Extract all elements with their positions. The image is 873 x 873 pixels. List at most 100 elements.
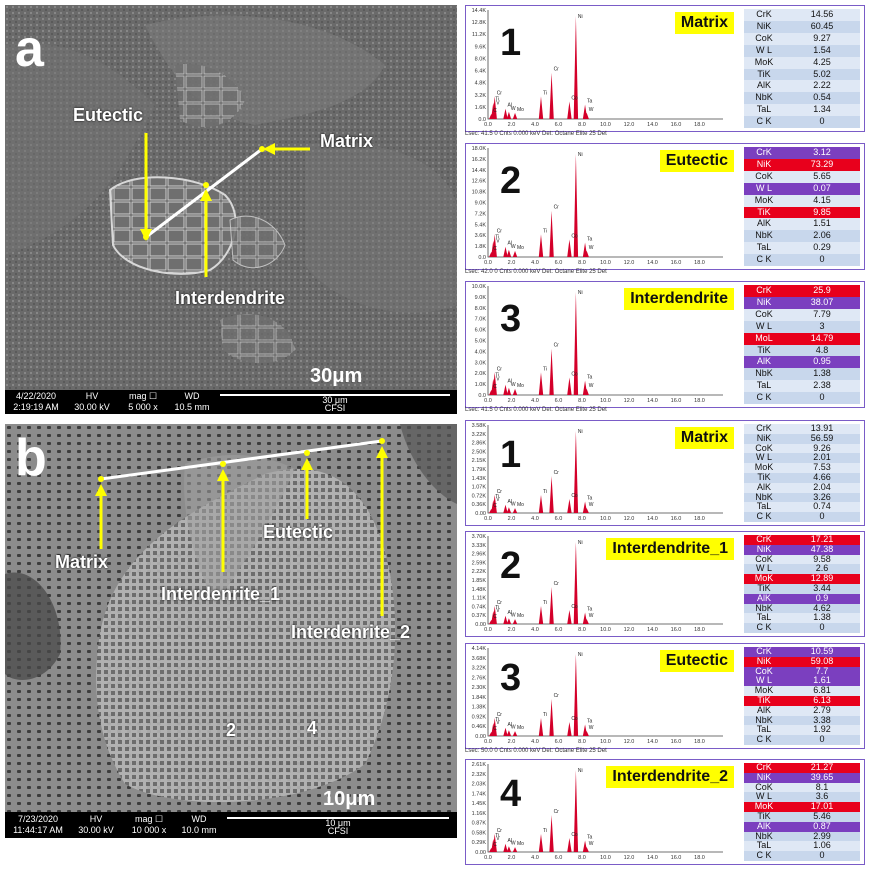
y-tick-label: 1.6K (475, 105, 487, 111)
peak-element-label: Co (571, 371, 578, 377)
footer-mag-b: 10 000 x (131, 825, 167, 835)
x-tick-label: 2.0 (508, 122, 516, 128)
y-tick-label: 2.76K (472, 675, 487, 681)
value-cell: 73.29 (784, 158, 860, 171)
peak-element-label: W (511, 501, 516, 507)
peak-element-label: Co (571, 832, 578, 838)
x-tick-label: 12.0 (624, 739, 635, 745)
peak-element-label: Cr (497, 489, 503, 495)
spectrum-peak (584, 847, 589, 852)
spectrum-peak (538, 833, 544, 852)
element-cell: CrK (744, 423, 784, 434)
y-tick-label: 2.86K (472, 441, 487, 447)
element-cell: CoK (744, 782, 784, 793)
element-cell: AlK (744, 821, 784, 832)
peak-element-label: V (496, 608, 500, 614)
peak-element-label: Al (508, 103, 512, 109)
y-tick-label: 4.14K (472, 646, 487, 652)
spectrum-peak (567, 239, 572, 257)
value-cell: 3.6 (784, 792, 860, 803)
footer-hv-b: 30.00 kV (78, 825, 114, 835)
spectrum-peak (506, 846, 512, 852)
peak-element-label: Mo (517, 383, 524, 389)
spectrum-axes (487, 425, 723, 514)
element-cell: AlK (744, 593, 784, 604)
footer-mag-label-b: mag ☐ (134, 814, 164, 824)
element-cell: C K (744, 622, 784, 633)
peak-element-label: Mo (517, 245, 524, 251)
element-cell: NbK (744, 715, 784, 726)
footer-date-a: 4/22/2020 (15, 391, 57, 401)
element-cell: W L (744, 320, 784, 333)
x-tick-label: 14.0 (647, 855, 658, 861)
x-tick-label: 8.0 (578, 627, 586, 633)
spectrum-peak (584, 731, 589, 736)
x-tick-label: 8.0 (578, 398, 586, 404)
y-tick-label: 3.70K (472, 534, 487, 540)
scale-label-a: 30μm (310, 365, 363, 387)
x-tick-label: 18.0 (694, 855, 705, 861)
peak-element-label: Cr (554, 343, 560, 349)
x-tick-label: 2.0 (508, 855, 516, 861)
peak-element-label: Ti (543, 228, 547, 234)
value-cell: 2.99 (784, 831, 860, 842)
peak-element-label: Mo (517, 841, 524, 847)
peak-element-label: C (493, 726, 497, 732)
spectrum-peak (492, 494, 497, 513)
element-cell: NiK (744, 433, 784, 444)
value-cell: 38.07 (784, 296, 860, 309)
peak-element-label: V (496, 101, 500, 107)
value-cell: 1.51 (784, 218, 860, 231)
spectrum-peak (503, 504, 508, 513)
peak-element-label: Ti (495, 494, 499, 500)
peak-element-label: Mo (517, 725, 524, 731)
spectrum-peak (512, 388, 518, 395)
element-cell: CoK (744, 443, 784, 454)
y-tick-label: 6.4K (475, 69, 487, 75)
element-cell: NiK (744, 20, 784, 33)
x-tick-label: 10.0 (600, 398, 611, 404)
peak-element-label: Ti (543, 828, 547, 834)
value-cell: 3.26 (784, 492, 860, 503)
value-cell: 2.79 (784, 705, 860, 716)
spectrum-number: 3 (500, 656, 522, 699)
element-cell: AlK (744, 705, 784, 716)
x-tick-label: 0.0 (484, 627, 492, 633)
value-cell: 17.21 (784, 534, 860, 545)
spectrum-number: 2 (500, 544, 522, 587)
x-tick-label: 10.0 (600, 122, 611, 128)
peak-element-label: Co (571, 493, 578, 499)
phase-tag: Matrix (674, 427, 734, 449)
y-tick-label: 1.11K (472, 596, 486, 602)
sem-footer-b: 7/23/2020 11:44:17 AM HV 30.00 kV mag ☐ … (5, 812, 457, 838)
spectrum-peak (549, 699, 554, 736)
y-tick-label: 3.68K (472, 656, 487, 662)
peak-element-label: Cr (497, 228, 503, 234)
element-cell: MoK (744, 801, 784, 812)
value-cell: 0 (784, 734, 860, 745)
element-cell: AlK (744, 80, 784, 93)
element-cell: W L (744, 676, 784, 687)
value-cell: 4.8 (784, 344, 860, 357)
spectrum-peak (492, 234, 497, 257)
y-tick-label: 3.2K (475, 93, 487, 99)
y-tick-label: 1.8K (475, 244, 487, 250)
y-tick-label: 0.00 (475, 734, 486, 740)
spectrum-peak (506, 249, 512, 257)
